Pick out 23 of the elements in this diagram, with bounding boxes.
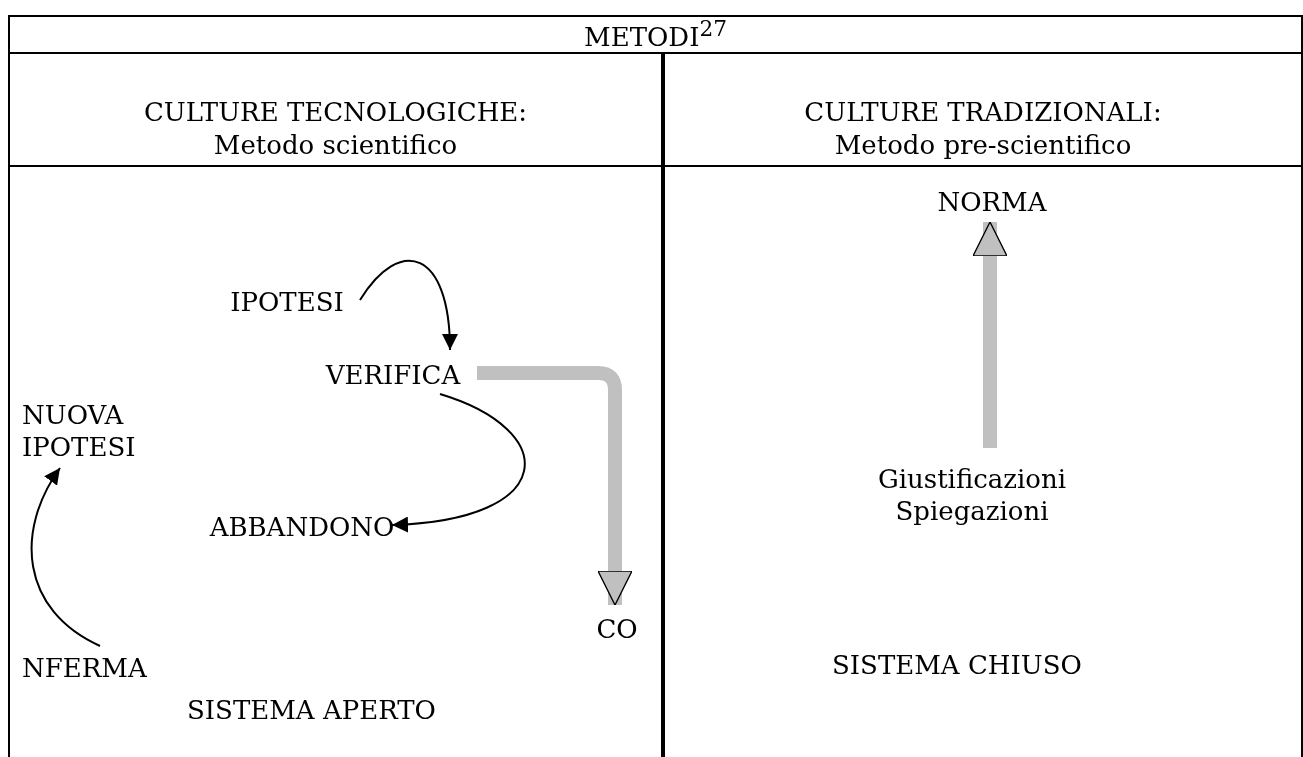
table-cell [8,165,663,757]
table-cell [663,52,1303,165]
block-arrow [972,221,1008,448]
curved-arrow [359,259,458,351]
step-label: CO [592,609,642,649]
system-label: SISTEMA CHIUSO [832,650,1082,680]
column-heading: CULTURE TRADIZIONALI: [804,96,1162,129]
step-label: NFERMA [22,648,187,688]
table-title: METODI$^{27}$ [584,15,727,54]
step-label: VERIFICA [307,354,479,396]
curved-arrow [391,393,526,532]
step-label: NORMA [907,182,1077,222]
step-label: IPOTESI [212,282,362,322]
step-label: Giustificazioni Spiegazioni [862,450,1082,540]
curved-arrow [30,467,101,647]
column-subheading: Metodo pre-scientifico [834,128,1132,161]
table-cell [663,165,1303,757]
table-cell [8,15,1303,52]
column-heading: CULTURE TECNOLOGICHE: [143,96,528,129]
table-cell [8,52,663,165]
step-label: NUOVA IPOTESI [22,394,152,468]
system-label: SISTEMA APERTO [187,695,436,725]
column-subheading: Metodo scientifico [213,128,458,161]
